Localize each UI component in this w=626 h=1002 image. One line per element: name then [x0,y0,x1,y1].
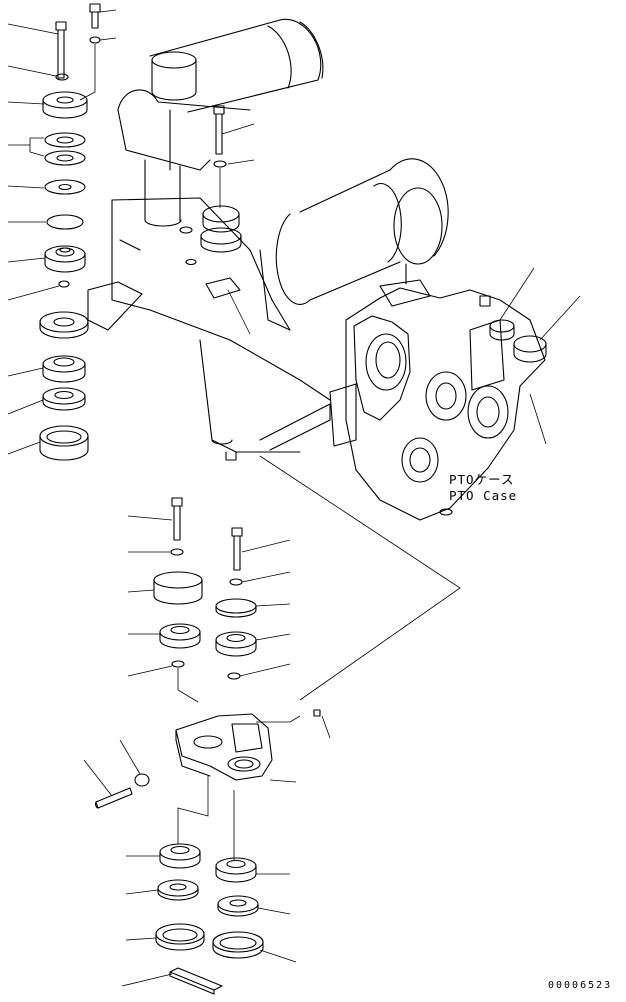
main-tank-assembly [87,18,331,461]
bottom-plate [121,967,223,995]
pto-case-assembly [259,158,581,701]
pto-case-label-en: PTO Case [449,488,517,503]
lower-mount-bottom-left [125,843,205,951]
reference-number: 00006523 [548,980,612,991]
left-mount-stack [39,91,89,461]
center-mount-bolt [200,105,255,335]
pto-case-label-jp: PTOケース [449,472,514,487]
lower-mount-left-column [127,497,203,703]
lower-mount-bottom-right [212,857,297,963]
left-leader-lines [7,9,117,455]
lower-mount-right-column [215,527,291,680]
lower-bracket [175,709,331,860]
left-washers-top [55,36,101,81]
left-bolt-top [55,3,101,79]
side-bolt [83,739,150,809]
